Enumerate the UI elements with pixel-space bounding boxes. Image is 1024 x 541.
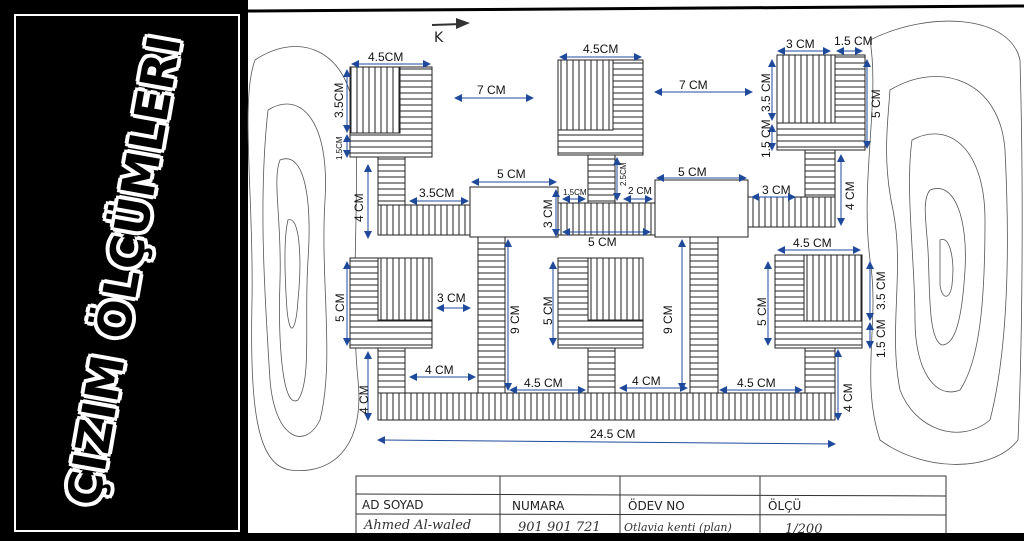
dim-label: 1.5 CM — [874, 319, 888, 358]
value-number: 901 901 721 — [518, 520, 601, 535]
dim-label: 3.5 CM — [874, 271, 888, 310]
dim-label: 4.5 CM — [737, 376, 776, 390]
sheet-bottom-border — [244, 533, 1024, 541]
dim-label: 3.5CM — [332, 83, 346, 118]
dim-label: 2.5CM — [619, 162, 628, 186]
dim-label: 4 CM — [357, 385, 371, 414]
dim-label: 9 CM — [661, 305, 675, 334]
north-label: K — [434, 30, 444, 46]
building-5 — [557, 257, 644, 349]
dim-label: 5 CM — [333, 293, 347, 322]
dim-label: 3 CM — [786, 37, 815, 51]
dimension-labels: 4.5CM 3.5CM 1.5CM 4 CM 3.5CM 7 CM 4.5CM … — [332, 34, 888, 441]
dim-label: 4 CM — [843, 181, 857, 210]
header-assignment: ÖDEV NO — [628, 497, 685, 513]
dim-label: 5 CM — [541, 296, 555, 325]
dim-label: 5 CM — [588, 235, 617, 249]
buildings — [349, 54, 866, 349]
building-6 — [774, 254, 863, 349]
title-block: AD SOYAD NUMARA ÖDEV NO ÖLÇÜ Ahmed Al-wa… — [355, 475, 947, 541]
dim-label: 3 CM — [541, 199, 555, 228]
dim-label: 5 CM — [497, 167, 526, 181]
dim-label: 5 CM — [755, 297, 769, 326]
dim-label: 7 CM — [477, 83, 506, 97]
header-scale: ÖLÇÜ — [768, 497, 801, 513]
sheet-top-border — [247, 4, 1024, 13]
dim-label: 4.5 CM — [793, 236, 832, 250]
value-assignment: Otlavia kenti (plan) — [624, 521, 732, 534]
dim-label: 4.5 CM — [524, 376, 563, 390]
dim-label: 1.5CM — [335, 136, 344, 160]
value-name: Ahmed Al-waled — [363, 518, 471, 533]
building-1 — [349, 66, 433, 158]
panel-border — [14, 14, 240, 532]
dim-label: 3.5 CM — [759, 73, 773, 112]
dim-label: 1.5 CM — [834, 34, 873, 48]
dim-label: 4 CM — [425, 363, 454, 377]
dim-label: 3 CM — [762, 183, 791, 197]
dim-label: 1.5CM — [563, 188, 587, 197]
building-2 — [557, 59, 644, 156]
dim-label: 4 CM — [632, 374, 661, 388]
dim-label: 5 CM — [869, 89, 883, 118]
plaza-2 — [654, 179, 749, 238]
building-3 — [776, 54, 866, 151]
dim-label: 4 CM — [352, 193, 366, 222]
dim-label: 4.5CM — [368, 50, 403, 64]
dim-label: 7 CM — [679, 78, 708, 92]
dim-label: 4.5CM — [583, 42, 618, 56]
plaza-1 — [469, 186, 559, 238]
contour-hill-right — [866, 20, 1023, 465]
header-number: NUMARA — [512, 499, 565, 513]
building-4 — [349, 257, 433, 349]
north-arrow: K — [431, 18, 470, 46]
dim-label: 5 CM — [678, 165, 707, 179]
dim-label: 2 CM — [628, 186, 652, 197]
dim-label: 9 CM — [508, 305, 522, 334]
dim-label: 3 CM — [437, 291, 466, 305]
dim-label: 24.5 CM — [590, 427, 635, 441]
dim-label: 3.5CM — [419, 186, 454, 200]
dim-label: 4 CM — [841, 383, 855, 412]
dim-label: 1.5 CM — [759, 119, 773, 158]
header-name: AD SOYAD — [362, 498, 424, 512]
title-panel: ÇIZIM ÖLÇÜMLERI — [0, 0, 248, 541]
dimension-lines — [343, 47, 874, 448]
